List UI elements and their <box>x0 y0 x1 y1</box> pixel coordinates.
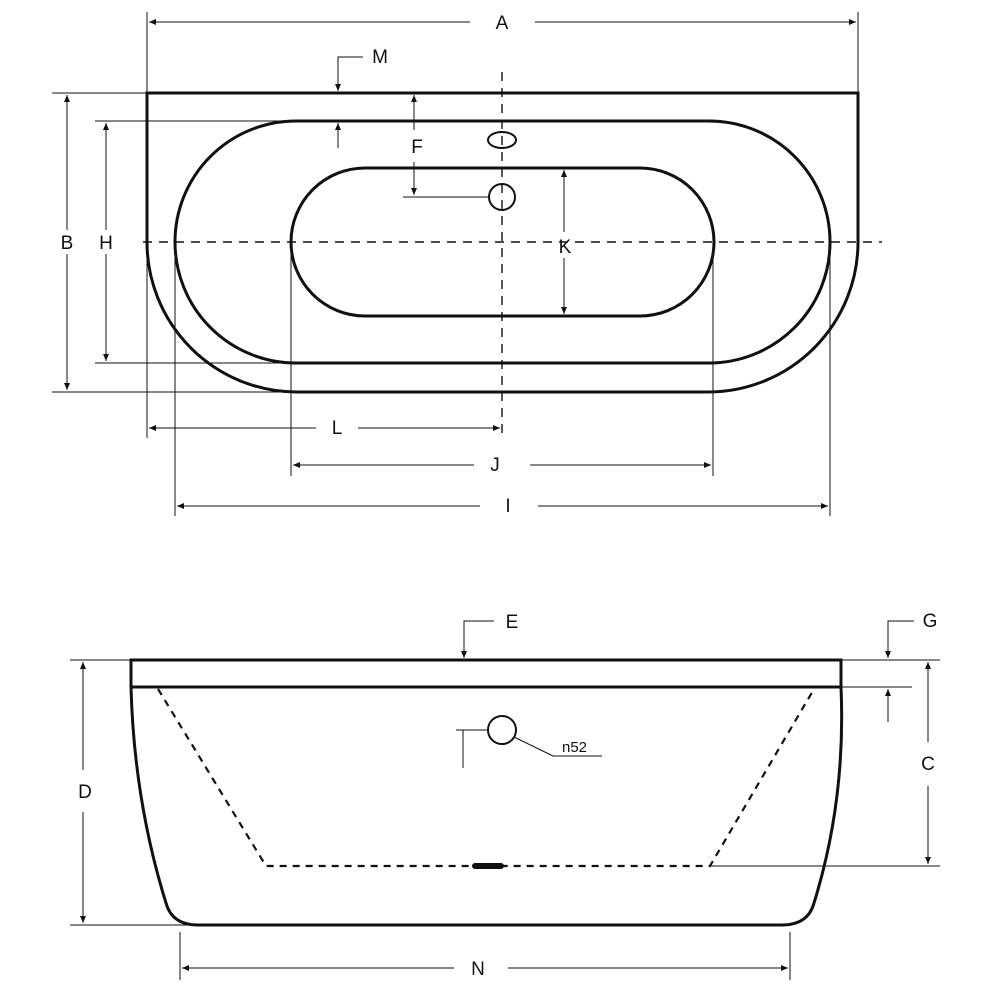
label-a: A <box>496 13 509 34</box>
label-f: F <box>411 137 423 158</box>
dimension-g: G <box>841 611 940 722</box>
label-d: D <box>78 782 92 803</box>
rim-band-outline <box>129 658 843 689</box>
overflow-opening <box>487 131 517 149</box>
dimension-i: I <box>174 242 831 517</box>
label-j: J <box>490 455 500 476</box>
label-l: L <box>332 418 343 439</box>
dimension-k: K <box>559 170 572 314</box>
label-c: C <box>921 754 935 775</box>
tub-body-outline <box>129 686 844 927</box>
dimension-d: D <box>70 659 198 926</box>
label-g: G <box>923 611 938 632</box>
dimension-f: F <box>403 95 489 198</box>
dimension-h: H <box>95 120 296 364</box>
side-view: n52 E G C D <box>70 611 940 980</box>
label-k: K <box>559 237 572 258</box>
overflow-diameter-note: n52 <box>562 739 587 756</box>
label-b: B <box>61 233 74 254</box>
overflow-fitting <box>487 715 517 745</box>
label-e: E <box>506 612 519 633</box>
label-h: H <box>99 233 113 254</box>
outer-rim-outline <box>145 91 860 394</box>
hidden-basin-outline <box>157 688 815 868</box>
label-i: I <box>505 496 510 517</box>
dimension-c: C <box>710 662 940 867</box>
top-view: A B H F K <box>52 12 882 517</box>
dimension-a: A <box>146 12 859 93</box>
dimension-j: J <box>290 242 714 476</box>
label-m: M <box>372 47 388 68</box>
dimension-n: N <box>179 932 791 980</box>
dimension-e: E <box>461 612 519 658</box>
dimension-l: L <box>146 242 500 439</box>
label-n: N <box>471 959 485 980</box>
dimension-m: M <box>335 47 388 148</box>
